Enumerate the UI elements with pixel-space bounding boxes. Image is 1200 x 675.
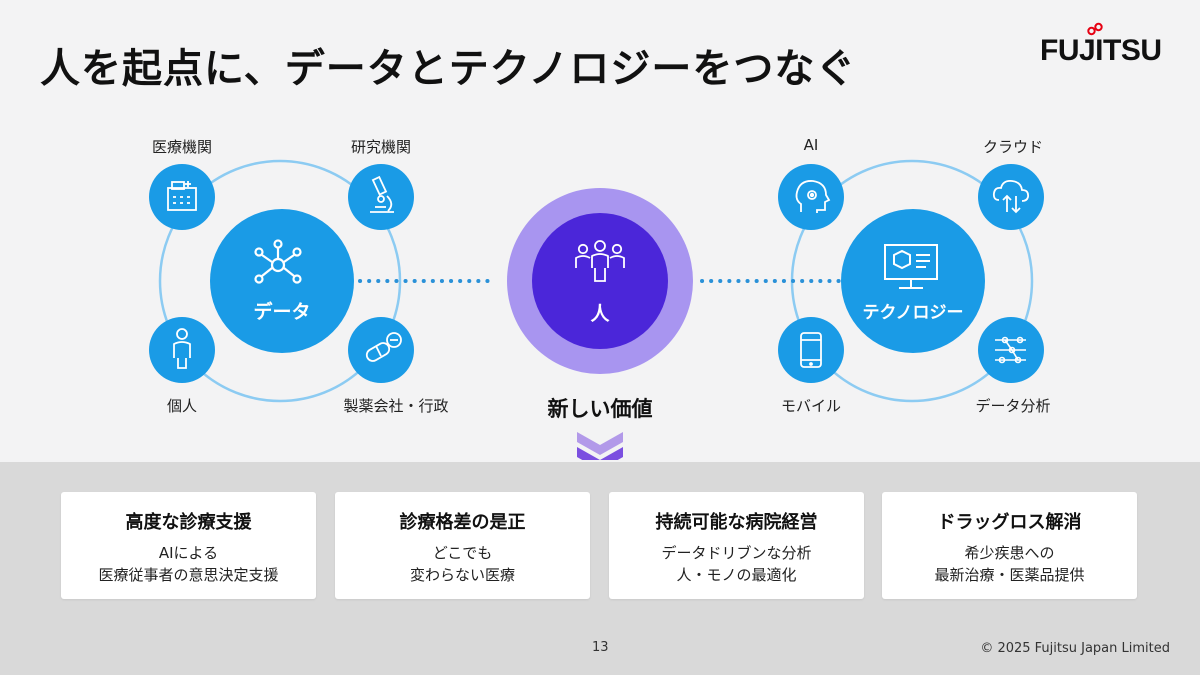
microscope-icon	[370, 175, 394, 213]
data-hub-label: データ	[253, 300, 310, 323]
node-pharma	[348, 317, 414, 383]
node-analytics	[978, 317, 1044, 383]
node-label-analytics: データ分析	[975, 397, 1051, 415]
card-line: 変わらない医療	[409, 566, 515, 584]
node-label-pharma: 製薬会社・行政	[343, 397, 449, 415]
new-value-caption: 新しい価値	[547, 397, 653, 421]
card-line: 最新治療・医薬品提供	[934, 566, 1085, 584]
node-ai	[778, 164, 844, 230]
card-title: 診療格差の是正	[399, 512, 526, 533]
down-chevron-icon	[577, 432, 623, 460]
tech-hub: テクノロジー	[841, 209, 985, 353]
hospital-icon	[167, 181, 197, 211]
pill-icon	[365, 332, 402, 362]
smartphone-icon	[800, 332, 822, 368]
card-description: 希少疾患への 最新治療・医薬品提供	[882, 542, 1137, 586]
card-line: 医療従事者の意思決定支援	[98, 566, 279, 584]
copyright: © 2025 Fujitsu Japan Limited	[980, 641, 1170, 656]
person-icon	[173, 328, 191, 369]
card-title: ドラッグロス解消	[937, 512, 1082, 533]
node-hospital	[149, 164, 215, 230]
tech-hub-label: テクノロジー	[863, 303, 964, 323]
node-label-hospital: 医療機関	[151, 138, 213, 156]
logo-infinity-icon	[1087, 22, 1103, 36]
cloud-icon	[992, 179, 1030, 214]
node-label-research: 研究機関	[350, 138, 412, 156]
card-line: 希少疾患への	[964, 544, 1055, 562]
network-icon	[254, 239, 302, 284]
person-hub-label: 人	[590, 303, 610, 325]
card-line: AIによる	[158, 544, 219, 562]
person-hub: 人	[507, 188, 693, 374]
relationship-diagram: データ	[149, 159, 1044, 460]
card-line: どこでも	[432, 544, 493, 562]
node-label-individual: 個人	[166, 397, 198, 415]
analytics-icon	[995, 336, 1026, 364]
node-label-ai: AI	[803, 136, 819, 154]
logo-text: FUJITSU	[1040, 34, 1162, 67]
outcome-card: 診療格差の是正 どこでも 変わらない医療	[335, 492, 590, 599]
card-title: 高度な診療支援	[125, 512, 252, 533]
people-icon	[575, 240, 625, 282]
node-cloud	[978, 164, 1044, 230]
card-description: どこでも 変わらない医療	[335, 542, 590, 586]
data-orbit-ring	[158, 159, 402, 403]
page-title: 人を起点に、データとテクノロジーをつなぐ	[40, 46, 857, 92]
card-line: データドリブンな分析	[661, 544, 812, 562]
fujitsu-logo: FUJITSU	[1040, 22, 1170, 74]
page-number: 13	[592, 640, 609, 655]
node-individual	[149, 317, 215, 383]
node-mobile	[778, 317, 844, 383]
card-description: AIによる 医療従事者の意思決定支援	[61, 542, 316, 586]
ai-head-icon	[795, 180, 831, 213]
monitor-icon	[884, 244, 938, 289]
node-label-cloud: クラウド	[982, 138, 1044, 156]
node-research	[348, 164, 414, 230]
card-line: 人・モノの最適化	[676, 566, 797, 584]
card-title: 持続可能な病院経営	[655, 512, 818, 533]
outcome-card: 高度な診療支援 AIによる 医療従事者の意思決定支援	[61, 492, 316, 599]
outcome-card: ドラッグロス解消 希少疾患への 最新治療・医薬品提供	[882, 492, 1137, 599]
card-description: データドリブンな分析 人・モノの最適化	[609, 542, 864, 586]
outcome-card: 持続可能な病院経営 データドリブンな分析 人・モノの最適化	[609, 492, 864, 599]
node-label-mobile: モバイル	[780, 397, 842, 415]
data-hub: データ	[210, 209, 354, 353]
